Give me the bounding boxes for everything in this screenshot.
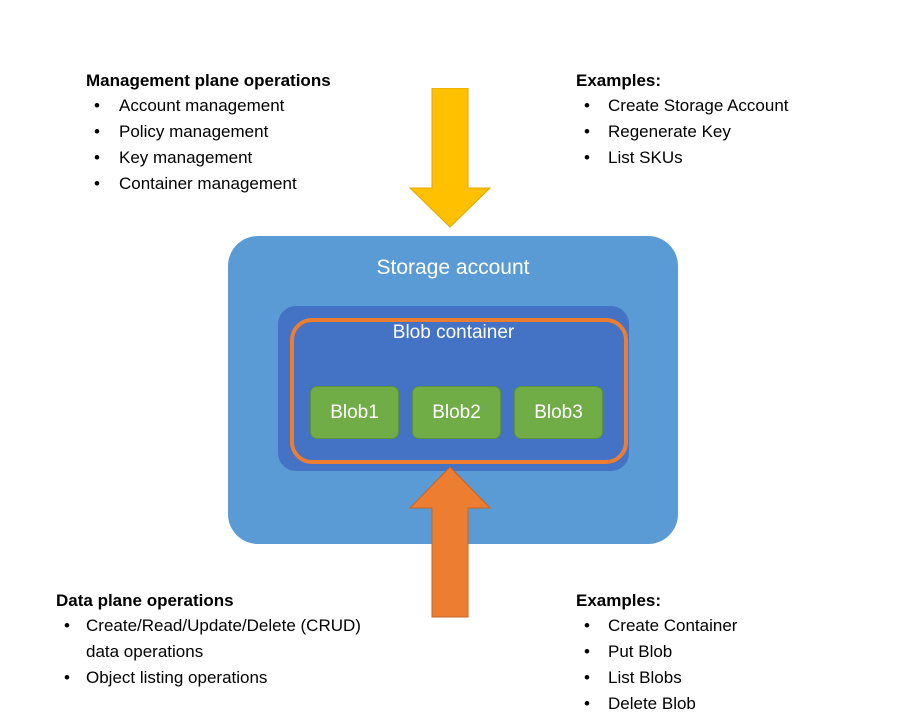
management-plane-arrow-icon [409, 88, 491, 228]
list-item: • Policy management [86, 119, 426, 145]
bullet-icon: • [94, 174, 100, 193]
list-item: • Container management [86, 171, 426, 197]
management-plane-title: Management plane operations [86, 71, 331, 90]
management-plane-text-block: Management plane operations • Account ma… [86, 68, 426, 197]
bullet-icon: • [64, 668, 70, 687]
management-plane-list: • Account management • Policy management… [86, 93, 426, 197]
list-item-label-continuation: data operations [86, 642, 204, 661]
blob-container-label: Blob container [392, 322, 515, 343]
bullet-icon: • [94, 96, 100, 115]
data-examples-title: Examples: [576, 591, 662, 610]
list-item: • List SKUs [576, 145, 876, 171]
list-item-label: List Blobs [608, 668, 682, 687]
bullet-icon: • [584, 148, 590, 167]
bullet-icon: • [584, 96, 590, 115]
data-plane-arrow-icon [409, 466, 491, 618]
management-examples-text-block: Examples: • Create Storage Account • Reg… [576, 68, 876, 171]
bullet-icon: • [584, 694, 590, 713]
bullet-icon: • [584, 642, 590, 661]
list-item: • Regenerate Key [576, 119, 876, 145]
list-item-label: Key management [119, 148, 253, 167]
list-item-label: Put Blob [608, 642, 673, 661]
list-item: • Create/Read/Update/Delete (CRUD) data … [56, 613, 446, 665]
list-item: • Delete Blob [576, 691, 876, 717]
list-item: • List Blobs [576, 665, 876, 691]
list-item-label: Create/Read/Update/Delete (CRUD) [86, 616, 361, 635]
blob-box-1: Blob1 [310, 386, 399, 439]
storage-account-label: Storage account [376, 256, 530, 279]
blob-row: Blob1 Blob2 Blob3 [310, 386, 603, 439]
list-item-label: Create Storage Account [608, 96, 789, 115]
bullet-icon: • [584, 122, 590, 141]
bullet-icon: • [584, 616, 590, 635]
list-item: • Key management [86, 145, 426, 171]
list-item-label: Policy management [119, 122, 269, 141]
bullet-icon: • [584, 668, 590, 687]
bullet-icon: • [94, 148, 100, 167]
management-examples-list: • Create Storage Account • Regenerate Ke… [576, 93, 876, 171]
bullet-icon: • [94, 122, 100, 141]
bullet-icon: • [64, 616, 70, 635]
list-item: • Object listing operations [56, 665, 446, 691]
list-item: • Create Container [576, 613, 876, 639]
data-plane-title: Data plane operations [56, 591, 234, 610]
list-item-label: Regenerate Key [608, 122, 731, 141]
data-examples-text-block: Examples: • Create Container • Put Blob … [576, 588, 876, 717]
data-plane-list: • Create/Read/Update/Delete (CRUD) data … [56, 613, 446, 691]
data-plane-text-block: Data plane operations • Create/Read/Upda… [56, 588, 446, 691]
list-item-label: List SKUs [608, 148, 683, 167]
blob-container-highlight-outline [290, 318, 628, 464]
list-item: • Create Storage Account [576, 93, 876, 119]
list-item-label: Object listing operations [86, 668, 268, 687]
list-item-label: Account management [119, 96, 285, 115]
list-item: • Put Blob [576, 639, 876, 665]
list-item: • Account management [86, 93, 426, 119]
blob-box-3: Blob3 [514, 386, 603, 439]
blob-box-2: Blob2 [412, 386, 501, 439]
data-examples-list: • Create Container • Put Blob • List Blo… [576, 613, 876, 717]
list-item-label: Container management [119, 174, 297, 193]
list-item-label: Create Container [608, 616, 738, 635]
management-examples-title: Examples: [576, 71, 662, 90]
list-item-label: Delete Blob [608, 694, 696, 713]
